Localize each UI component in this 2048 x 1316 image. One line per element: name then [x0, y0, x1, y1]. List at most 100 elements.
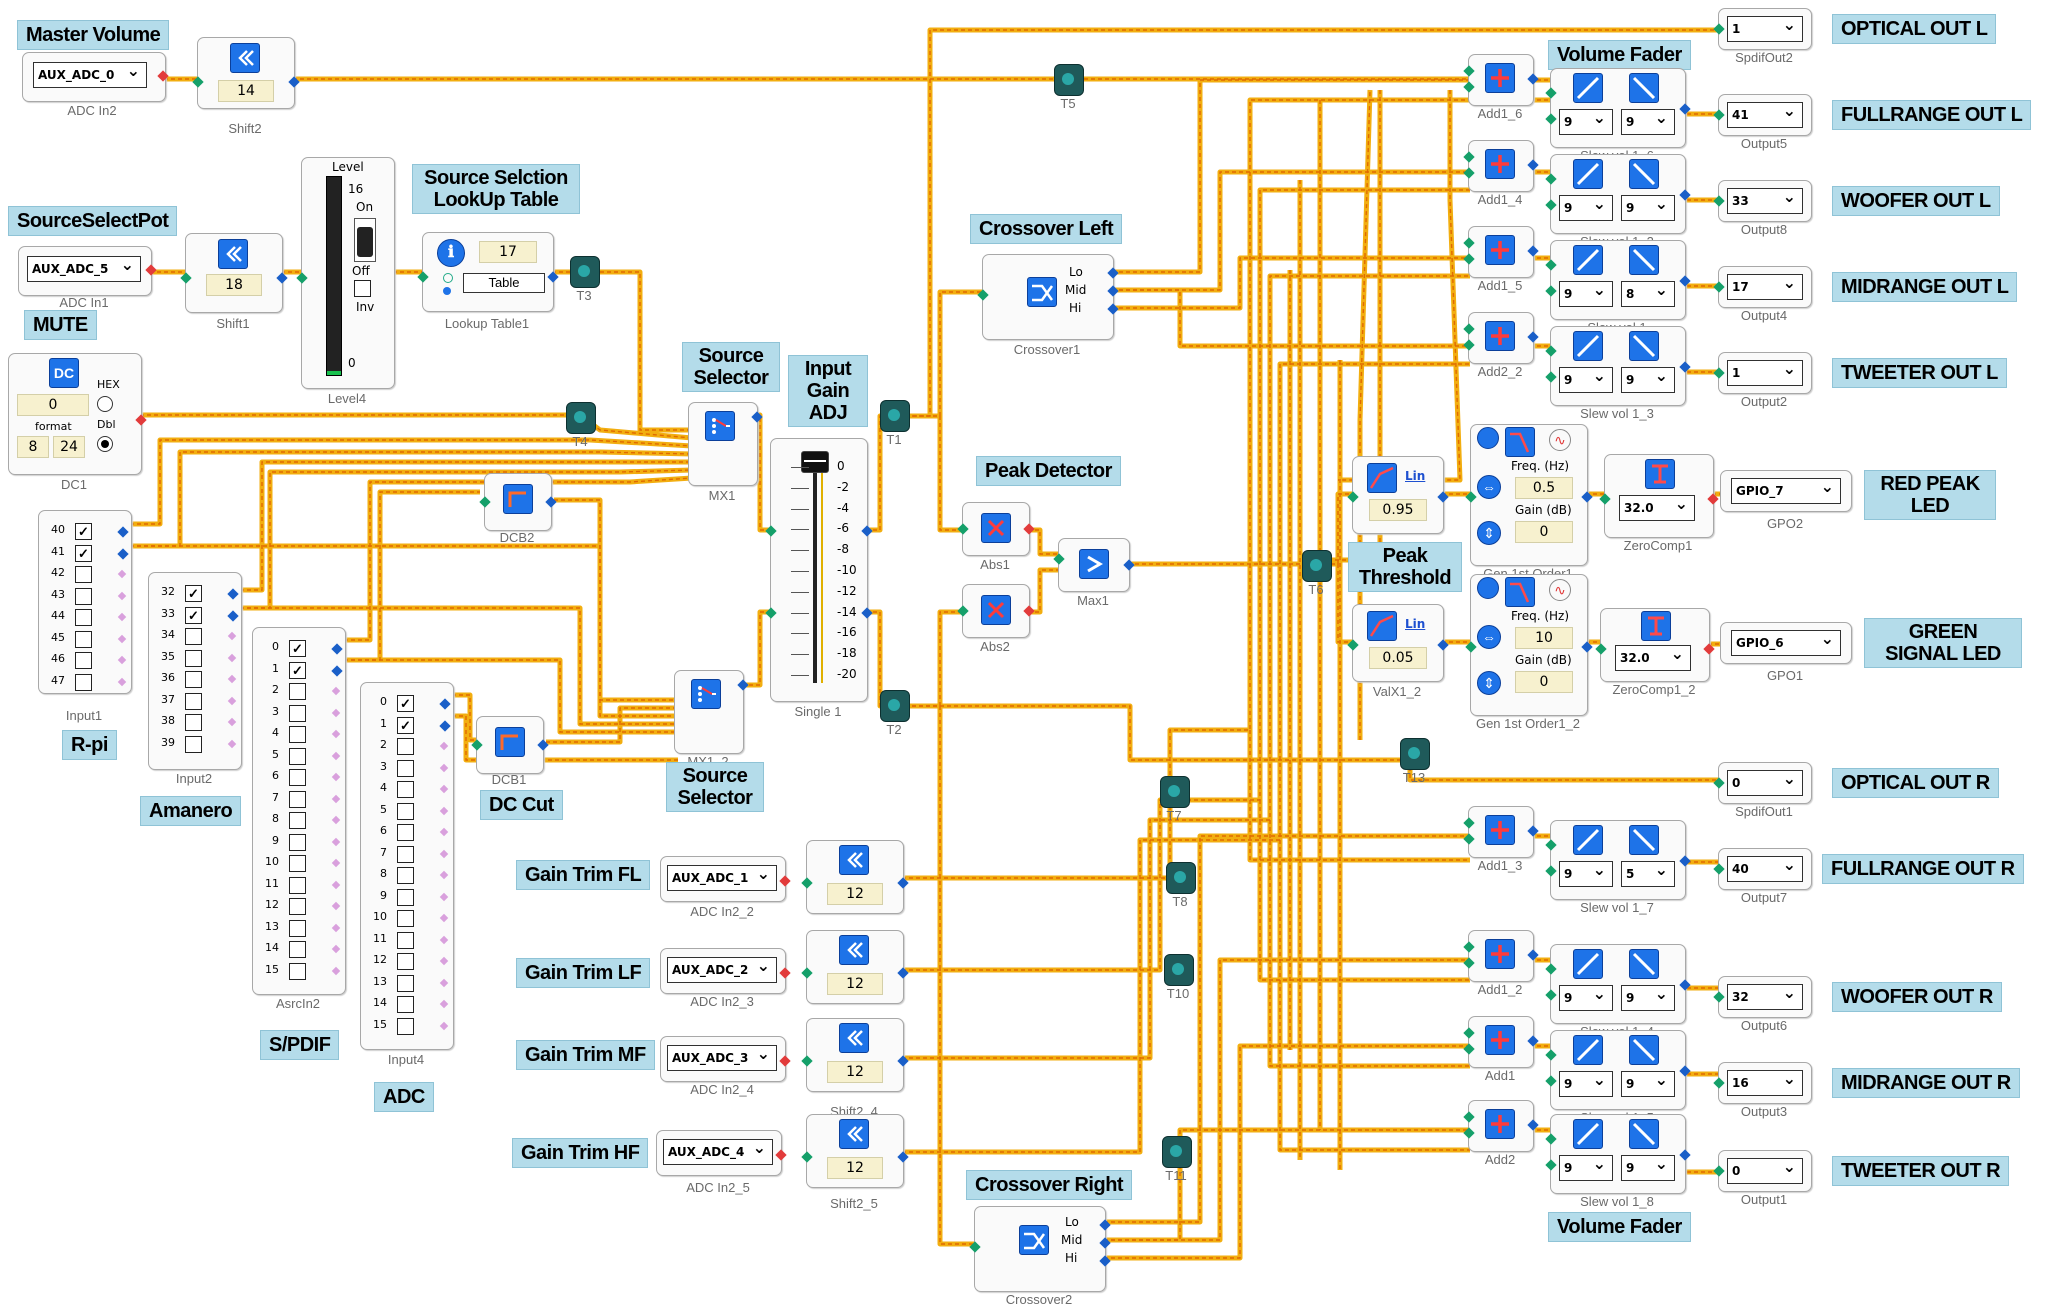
- zerocomp1-2-select[interactable]: 32.0: [1615, 642, 1691, 671]
- signal-wire[interactable]: [1028, 527, 1062, 557]
- channel-checkbox[interactable]: [185, 671, 202, 688]
- output-channel-select[interactable]: 40: [1727, 853, 1803, 882]
- dcb2-block[interactable]: [479, 473, 557, 531]
- channel-out-pin[interactable]: [227, 674, 237, 684]
- add-block[interactable]: [1463, 226, 1539, 278]
- channel-out-pin[interactable]: [331, 643, 343, 655]
- t-node[interactable]: [1164, 954, 1194, 986]
- channel-out-pin[interactable]: [227, 739, 237, 748]
- lookup-table1-block[interactable]: ℹ 17 Table: [417, 232, 559, 312]
- slew-volume-block[interactable]: 99: [1545, 944, 1691, 1024]
- slew-a-select[interactable]: 9: [1559, 858, 1613, 887]
- channel-checkbox[interactable]: ✓: [75, 544, 92, 562]
- crossover1-block[interactable]: Lo Mid Hi: [977, 254, 1119, 340]
- shift2-3-block[interactable]: 12: [801, 930, 909, 1004]
- shift2-2-value[interactable]: 12: [827, 883, 883, 905]
- output-channel-select[interactable]: 1: [1727, 13, 1803, 42]
- channel-checkbox[interactable]: [289, 704, 306, 722]
- signal-wire[interactable]: [1104, 957, 1470, 1243]
- slew-b-select[interactable]: 9: [1621, 192, 1675, 221]
- output-block[interactable]: 0: [1713, 762, 1812, 804]
- gen1-block[interactable]: ∿ Freq. (Hz) ⇔ 0.5 Gain (dB) ⇕ 0: [1465, 424, 1593, 566]
- signal-wire[interactable]: [1277, 840, 1470, 1153]
- t-node[interactable]: [566, 402, 596, 434]
- output-channel-select[interactable]: 0: [1727, 1155, 1803, 1184]
- slew-a-select[interactable]: 9: [1559, 982, 1613, 1011]
- fader-knob[interactable]: [801, 451, 829, 473]
- channel-out-pin[interactable]: [227, 588, 239, 600]
- channel-checkbox[interactable]: ✓: [397, 695, 414, 712]
- t-node[interactable]: [570, 256, 600, 288]
- slew-b-select[interactable]: 9: [1621, 982, 1675, 1011]
- channel-out-pin[interactable]: [439, 978, 449, 987]
- channel-out-pin[interactable]: [331, 815, 341, 825]
- slew-volume-block[interactable]: 95: [1545, 820, 1691, 900]
- slew-b-select[interactable]: 9: [1621, 1152, 1675, 1181]
- dc1-format-frac[interactable]: 24: [53, 436, 85, 458]
- channel-checkbox[interactable]: [397, 781, 414, 798]
- adc-in2-4-block[interactable]: AUX_ADC_3: [660, 1036, 791, 1082]
- output-block[interactable]: 33: [1713, 180, 1812, 222]
- wave-icon[interactable]: ∿: [1549, 579, 1571, 601]
- channel-out-pin[interactable]: [227, 609, 239, 622]
- gen1-freq[interactable]: 0.5: [1515, 477, 1573, 499]
- signal-wire[interactable]: [554, 497, 678, 703]
- slew-volume-block[interactable]: 99: [1545, 1030, 1691, 1110]
- add-block[interactable]: [1463, 1016, 1539, 1068]
- adc-in2-2-block[interactable]: AUX_ADC_1: [660, 856, 791, 902]
- radio-icon[interactable]: [443, 273, 453, 283]
- channel-out-pin[interactable]: [439, 892, 449, 901]
- add-block[interactable]: [1463, 806, 1539, 858]
- level-inv-checkbox[interactable]: [354, 280, 371, 297]
- channel-out-pin[interactable]: [227, 696, 237, 705]
- channel-out-pin[interactable]: [439, 763, 449, 772]
- slew-volume-block[interactable]: 99: [1545, 326, 1691, 406]
- channel-out-pin[interactable]: [439, 870, 449, 880]
- slew-a-select[interactable]: 9: [1559, 1152, 1613, 1181]
- dc1-format-int[interactable]: 8: [17, 436, 49, 458]
- channel-out-pin[interactable]: [331, 729, 341, 739]
- gen2-block[interactable]: ∿ Freq. (Hz) ⇔ 10 Gain (dB) ⇕ 0: [1465, 574, 1593, 716]
- channel-checkbox[interactable]: ✓: [75, 523, 92, 540]
- zerocomp1-2-block[interactable]: 32.0: [1595, 608, 1715, 682]
- add-block[interactable]: [1463, 1100, 1539, 1152]
- signal-wire[interactable]: [866, 609, 1410, 763]
- channel-checkbox[interactable]: [75, 609, 92, 626]
- crossover2-block[interactable]: Lo Mid Hi: [969, 1206, 1111, 1292]
- channel-checkbox[interactable]: [185, 649, 202, 667]
- t-node[interactable]: [880, 690, 910, 722]
- shift2-3-value[interactable]: 12: [827, 973, 883, 995]
- channel-checkbox[interactable]: [397, 931, 414, 949]
- channel-checkbox[interactable]: [289, 962, 306, 980]
- shift2-5-block[interactable]: 12: [801, 1114, 909, 1188]
- output-channel-select[interactable]: 1: [1727, 357, 1803, 386]
- adc-in2-4-select[interactable]: AUX_ADC_3: [667, 1042, 777, 1071]
- adc-in2-5-select[interactable]: AUX_ADC_4: [663, 1136, 773, 1165]
- channel-out-pin[interactable]: [331, 923, 341, 932]
- channel-checkbox[interactable]: [397, 996, 414, 1013]
- adc-in2-block[interactable]: AUX_ADC_0: [22, 52, 169, 102]
- channel-checkbox[interactable]: [75, 652, 92, 669]
- gen1-gain[interactable]: 0: [1515, 521, 1573, 543]
- slew-b-select[interactable]: 8: [1621, 278, 1675, 307]
- slew-b-select[interactable]: 5: [1621, 858, 1675, 887]
- output-block[interactable]: 1: [1713, 8, 1812, 50]
- wave-icon[interactable]: ∿: [1549, 429, 1571, 451]
- signal-wire[interactable]: [344, 489, 480, 663]
- signal-wire[interactable]: [1407, 760, 1720, 783]
- swap-icon[interactable]: ⇔: [1477, 475, 1501, 499]
- channel-out-pin[interactable]: [331, 858, 341, 868]
- channel-checkbox[interactable]: ✓: [185, 585, 202, 602]
- signal-wire[interactable]: [600, 269, 692, 433]
- shift1-value[interactable]: 18: [206, 274, 262, 296]
- channel-checkbox[interactable]: [289, 833, 306, 851]
- channel-out-pin[interactable]: [439, 935, 449, 944]
- single1-block[interactable]: 0-2-4-6-8-10-12-14-16-18-20: [765, 438, 873, 702]
- channel-out-pin[interactable]: [117, 526, 129, 538]
- channel-checkbox[interactable]: [397, 974, 414, 992]
- channel-out-pin[interactable]: [331, 794, 341, 803]
